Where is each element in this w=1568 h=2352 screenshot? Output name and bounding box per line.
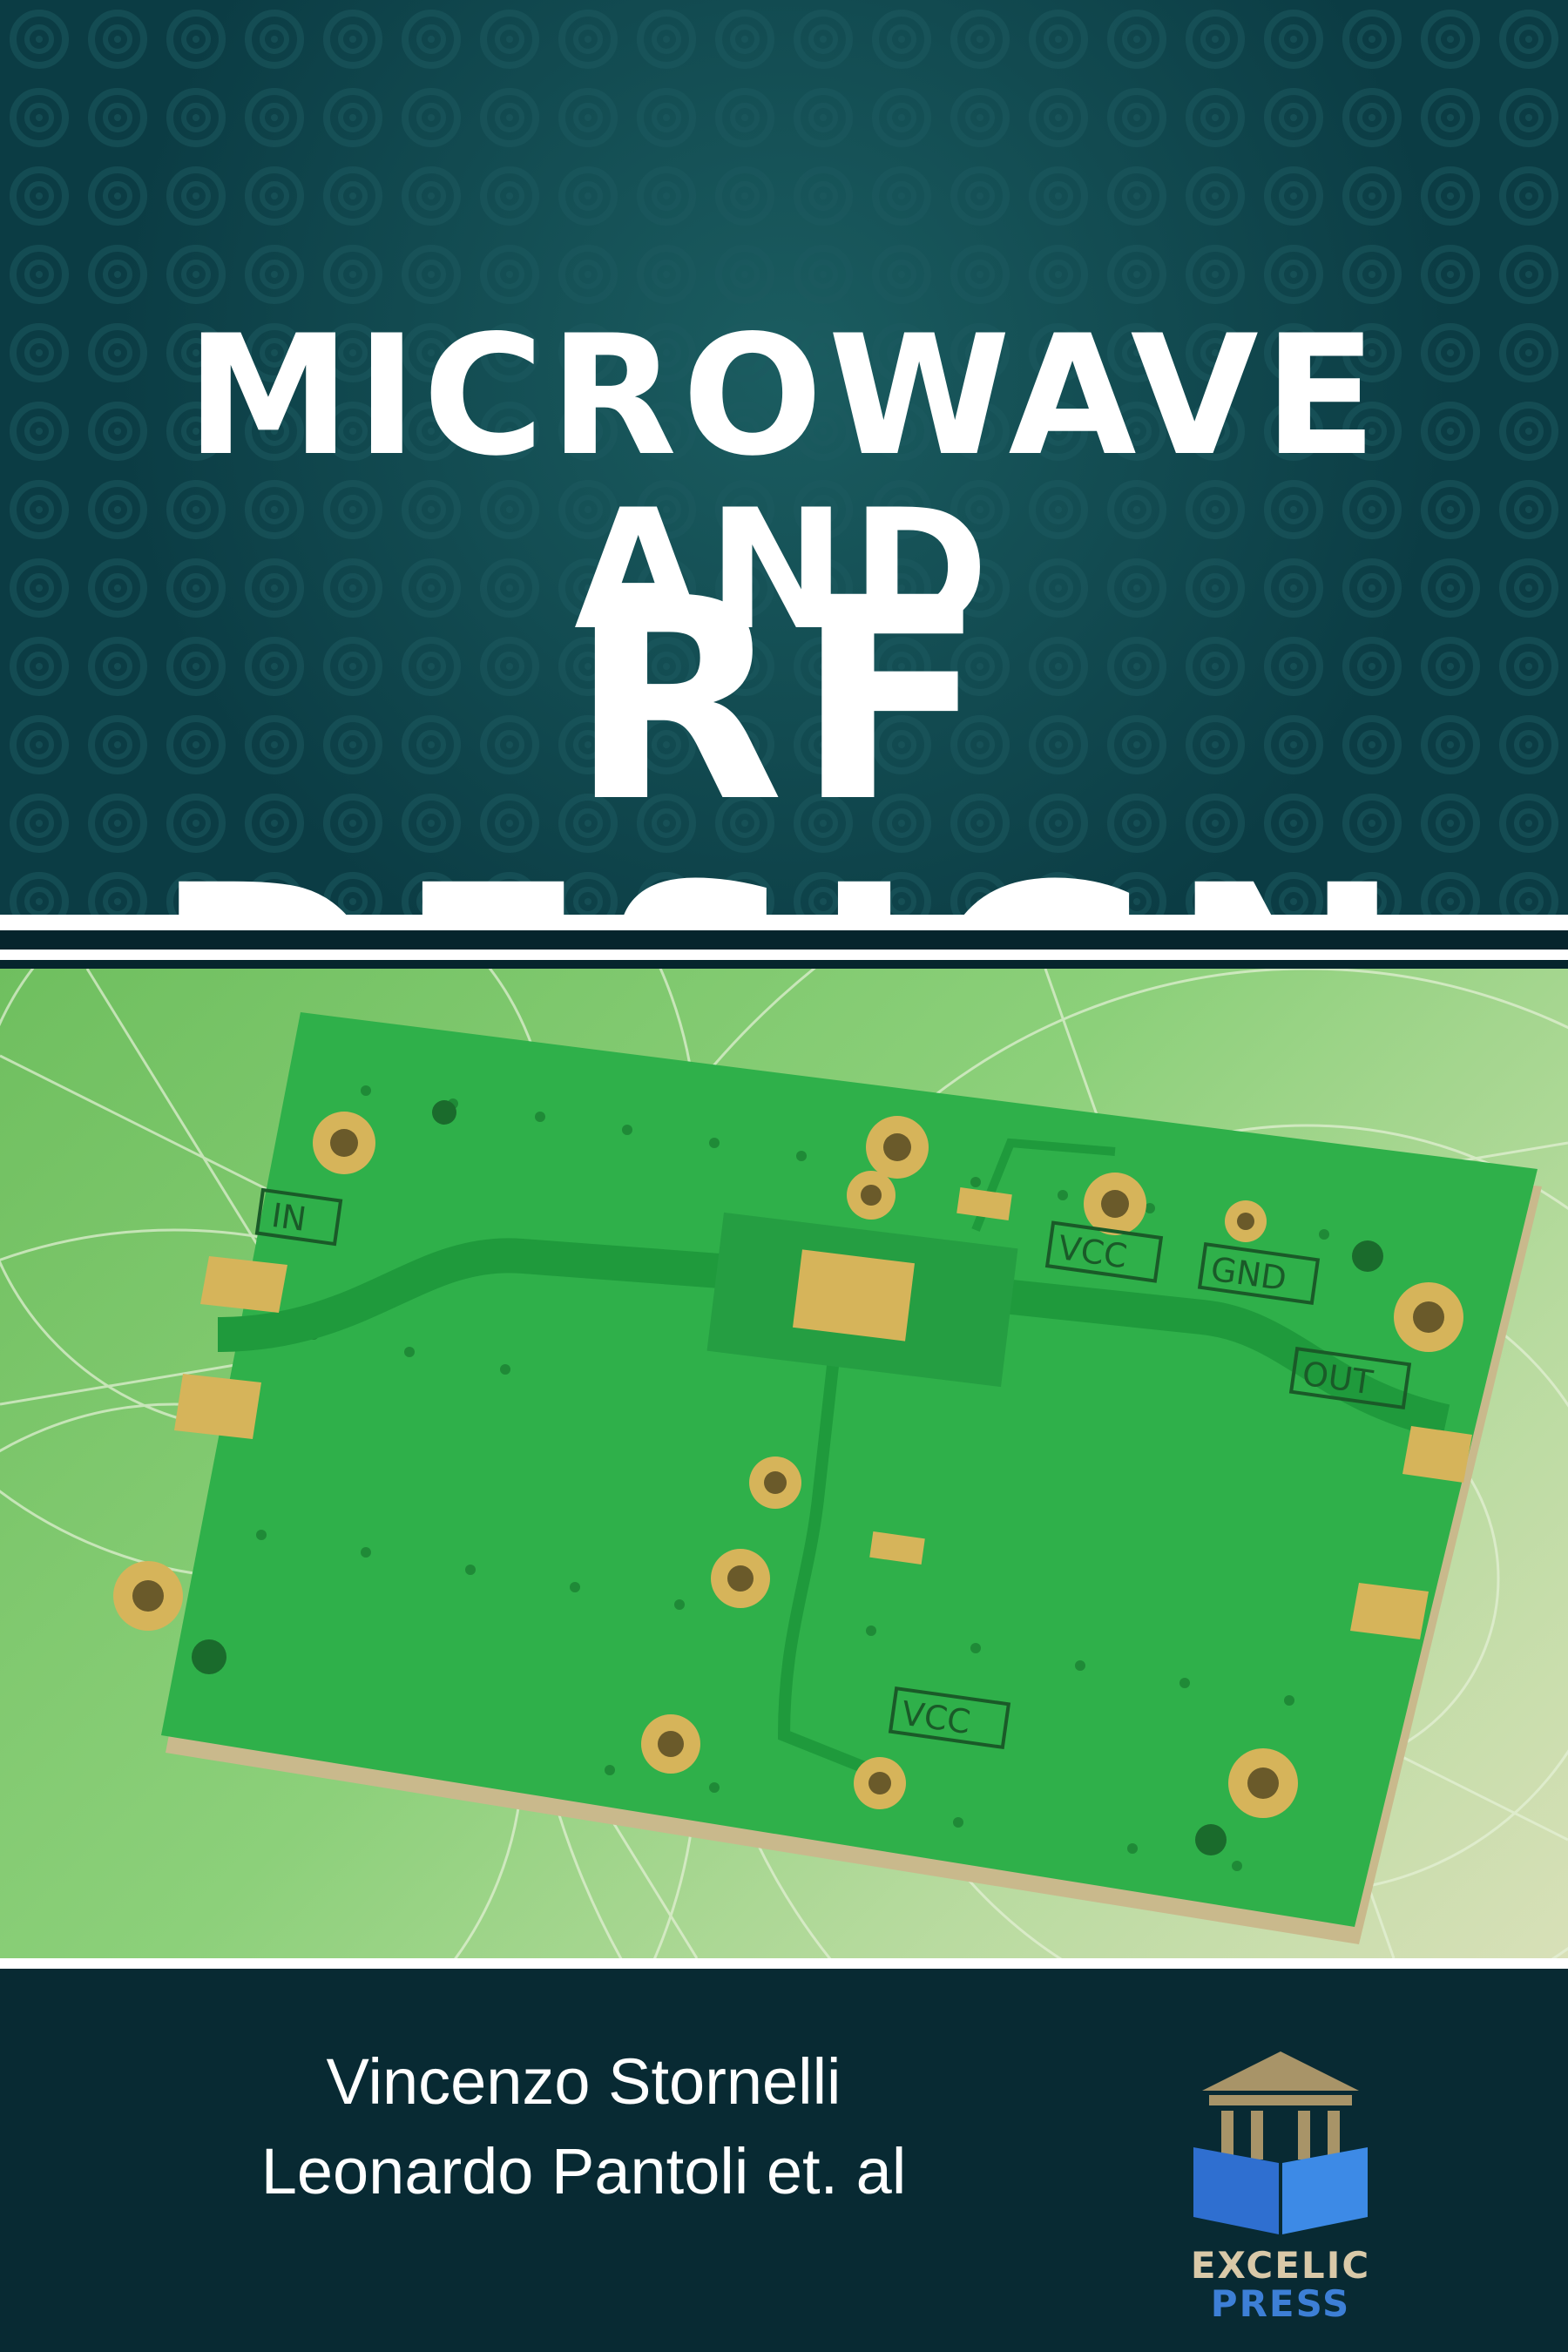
pcb-label-in: IN bbox=[269, 1196, 308, 1239]
pcb-label-vcc-bottom: VCC bbox=[899, 1694, 972, 1742]
circle-pattern-background bbox=[0, 0, 1568, 915]
divider-top bbox=[0, 915, 1568, 930]
pcb-label-vcc-top: VCC bbox=[1056, 1228, 1129, 1276]
temple-book-icon bbox=[1193, 2051, 1368, 2234]
pcb-illustration: IN VCC GND OUT VCC bbox=[0, 969, 1568, 1958]
divider-top-thin bbox=[0, 950, 1568, 960]
divider-bottom bbox=[0, 1958, 1568, 1969]
cover-top-band: MICROWAVE AND RF DESIGN bbox=[0, 0, 1568, 915]
author-1: Vincenzo Stornelli bbox=[326, 2045, 841, 2118]
title-line-2: RF DESIGN bbox=[153, 539, 1402, 915]
pcb-board-image: IN VCC GND OUT VCC bbox=[0, 969, 1568, 1958]
publisher-name-line-2: PRESS bbox=[1210, 2282, 1351, 2325]
title-line-1: MICROWAVE AND bbox=[186, 300, 1382, 666]
publisher-name-line-1: EXCELIC bbox=[1190, 2244, 1371, 2287]
author-2: Leonardo Pantoli et. al bbox=[260, 2135, 907, 2207]
